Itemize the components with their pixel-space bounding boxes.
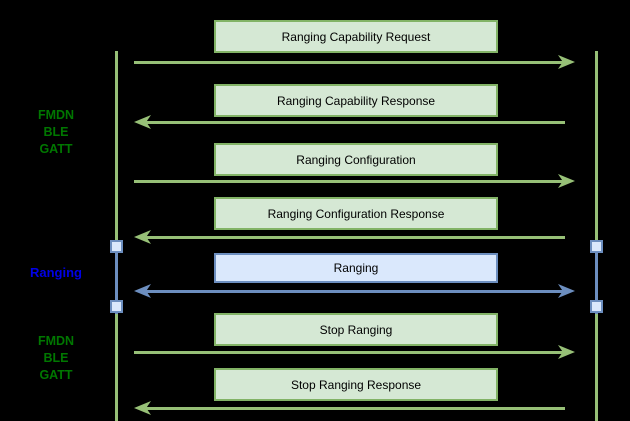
side-label-ranging: Ranging <box>9 264 103 281</box>
lifeline-left-ranging-segment <box>115 240 118 314</box>
message-box-stop-ranging: Stop Ranging <box>214 313 498 346</box>
arrow-shaft <box>134 180 563 183</box>
arrow-ranging-capability-request <box>134 55 575 69</box>
activation-marker-right-start <box>590 240 603 253</box>
side-label-line: Ranging <box>30 265 82 280</box>
message-box-ranging-configuration: Ranging Configuration <box>214 143 498 176</box>
message-box-ranging-capability-response: Ranging Capability Response <box>214 84 498 117</box>
activation-marker-right-end <box>590 300 603 313</box>
side-label-line: FMDN <box>37 108 75 122</box>
activation-marker-left-start <box>110 240 123 253</box>
arrow-stop-ranging <box>134 345 575 359</box>
lifeline-left <box>115 51 118 421</box>
side-label-line: FMDN <box>37 334 75 348</box>
message-box-ranging-capability-request: Ranging Capability Request <box>214 20 498 53</box>
arrow-shaft <box>146 236 565 239</box>
arrow-ranging-bidirectional <box>134 284 575 298</box>
arrow-shaft <box>134 61 563 64</box>
arrow-stop-ranging-response <box>134 401 575 415</box>
side-label-line: GATT <box>39 142 73 156</box>
lifeline-right <box>595 51 598 421</box>
arrow-shaft <box>146 121 565 124</box>
arrow-ranging-capability-response <box>134 115 575 129</box>
arrow-shaft <box>146 407 565 410</box>
message-box-ranging: Ranging <box>214 253 498 283</box>
side-label-fmdn-ble-gatt-bottom: FMDN BLE GATT <box>9 333 103 384</box>
side-label-line: GATT <box>39 368 73 382</box>
message-box-stop-ranging-response: Stop Ranging Response <box>214 368 498 401</box>
arrow-shaft <box>146 290 563 293</box>
side-label-line: BLE <box>43 125 69 139</box>
message-box-ranging-configuration-response: Ranging Configuration Response <box>214 197 498 230</box>
arrow-shaft <box>134 351 563 354</box>
activation-marker-left-end <box>110 300 123 313</box>
arrow-ranging-configuration <box>134 174 575 188</box>
side-label-line: BLE <box>43 351 69 365</box>
arrow-ranging-configuration-response <box>134 230 575 244</box>
side-label-fmdn-ble-gatt-top: FMDN BLE GATT <box>9 107 103 158</box>
lifeline-right-ranging-segment <box>595 240 598 314</box>
